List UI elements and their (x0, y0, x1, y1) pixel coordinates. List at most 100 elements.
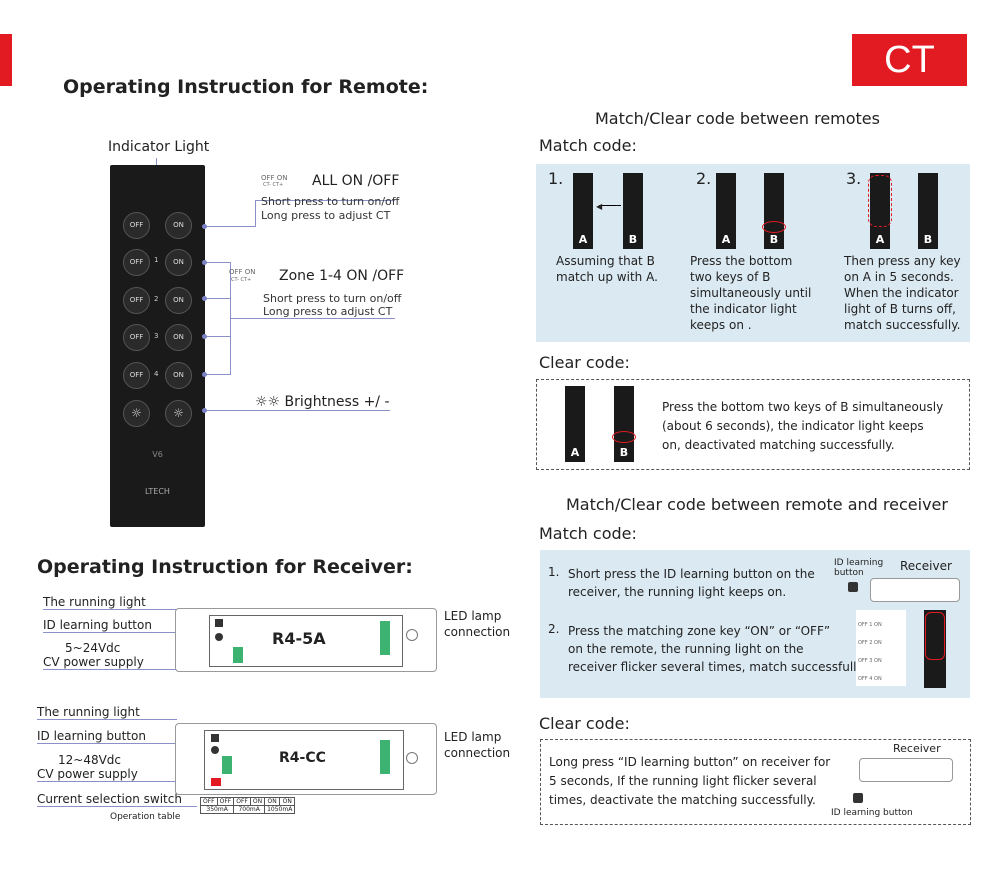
zone1-label: 1 (154, 256, 159, 264)
r1-id-button-label: ID learning button (43, 618, 203, 633)
receiver-clear-code-label: Clear code: (539, 714, 630, 733)
zone1-off-button[interactable]: OFF (123, 249, 150, 276)
recv-remote-image (924, 610, 946, 688)
receiver-match-panel: 1. Short press the ID learning button on… (540, 550, 970, 698)
zone-desc1: Short press to turn on/off (263, 292, 402, 305)
zone2-on-button[interactable]: ON (165, 287, 192, 314)
step1-number: 1. (548, 169, 564, 188)
r2-running-light-label: The running light (37, 705, 177, 720)
clear-code-label: Clear code: (539, 353, 630, 372)
recv-id-label: ID learning button (834, 558, 884, 578)
zone-title: Zone 1-4 ON /OFF (279, 268, 405, 284)
step3-remote-b: B (918, 173, 938, 249)
match-code-label: Match code: (539, 136, 637, 155)
table-cell: 1050mA (264, 805, 296, 814)
step3-highlight (868, 175, 892, 227)
operation-table: OFF OFF OFF ON ON ON 350mA 700mA 1050mA (199, 797, 296, 814)
zone3-label: 3 (154, 332, 159, 340)
step1-arrow (599, 205, 621, 206)
clear-id-label: ID learning button (831, 808, 913, 818)
r1-led-terminal (380, 621, 390, 655)
step3-text: Then press any key on A in 5 seconds. Wh… (844, 254, 961, 332)
red-accent-bar (0, 34, 12, 86)
clear-id-button-icon (853, 793, 863, 803)
brightness-up-button[interactable]: ☼ (165, 400, 192, 427)
indicator-light-label: Indicator Light (108, 139, 210, 155)
all-on-tiny-label: OFF ON (261, 174, 288, 182)
clear-receiver-label: Receiver (893, 742, 941, 755)
all-on-leader (205, 226, 255, 227)
receiver-match-code-label: Match code: (539, 524, 637, 543)
all-on-title: ALL ON /OFF (312, 173, 400, 189)
zone-leader (205, 262, 230, 263)
r2-led-terminal (380, 740, 390, 774)
zone-desc2: Long press to adjust CT (263, 305, 393, 318)
all-off-button[interactable]: OFF (123, 212, 150, 239)
r2-voltage: 12~48Vdc (58, 753, 122, 767)
r1-model: R4-5A (272, 629, 326, 648)
zone3-off-button[interactable]: OFF (123, 324, 150, 351)
r2-switch-label: Current selection switch (37, 792, 197, 807)
zone4-off-button[interactable]: OFF (123, 362, 150, 389)
table-cell: OFF (200, 797, 218, 806)
match-remotes-title: Match/Clear code between remotes (595, 109, 880, 128)
clear-remote-b: B (612, 386, 636, 462)
r1-led-label: LED lamp connection (444, 609, 511, 639)
zone4-label: 4 (154, 370, 159, 378)
step1-remote-a: A (573, 173, 593, 249)
zone4-on-button[interactable]: ON (165, 362, 192, 389)
zone1-on-button[interactable]: ON (165, 249, 192, 276)
r4-cc-receiver: R4-CC (175, 723, 437, 795)
r2-model: R4-CC (279, 750, 326, 766)
clear-code-text: Press the bottom two keys of B simultane… (662, 400, 944, 452)
operation-table-row1: OFF OFF OFF ON ON ON (200, 797, 296, 806)
r1-running-light-label: The running light (43, 595, 183, 610)
zone-tiny-label2: CT- CT+ (231, 277, 252, 283)
table-cell: OFF (216, 797, 235, 806)
step2-remote-b: B (762, 173, 786, 249)
remote-model: V6 (152, 450, 163, 459)
r2-power-terminal (222, 756, 232, 774)
brightness-down-button[interactable]: ☼ (123, 400, 150, 427)
receiver-section-title: Operating Instruction for Receiver: (37, 556, 413, 578)
step3-remote-a: A (868, 173, 892, 249)
id-learning-button-icon (848, 582, 858, 592)
receiver-device-image (870, 578, 960, 602)
remote-section-title: Operating Instruction for Remote: (63, 76, 429, 98)
zone2-off-button[interactable]: OFF (123, 287, 150, 314)
zone3-on-button[interactable]: ON (165, 324, 192, 351)
match-code-panel: 1. A ◀ B Assuming that B match up with A… (536, 164, 970, 342)
remote-control: OFF ON OFF 1 ON OFF 2 ON OFF 3 ON OFF 4 … (110, 165, 205, 527)
clear-code-panel: A B Press the bottom two keys of B simul… (536, 379, 970, 470)
recv-remote-labels: OFF 1 ON OFF 2 ON OFF 3 ON OFF 4 ON (856, 610, 906, 686)
receiver-clear-text: Long press “ID learning button” on recei… (549, 755, 831, 807)
brightness-label: ☼☼ Brightness +/ - (255, 394, 390, 410)
operation-table-label: Operation table (110, 812, 181, 822)
all-on-desc2: Long press to adjust CT (261, 209, 391, 222)
ct-badge: CT (852, 34, 967, 86)
match-receiver-title: Match/Clear code between remote and rece… (566, 495, 948, 514)
table-cell: 350mA (199, 805, 235, 814)
r1-power-label: CV power supply (43, 655, 203, 670)
all-on-button[interactable]: ON (165, 212, 192, 239)
operation-table-row2: 350mA 700mA 1050mA (199, 805, 296, 814)
step1-text: Assuming that B match up with A. (556, 254, 658, 284)
table-cell: ON (264, 797, 281, 806)
r1-running-light-icon (215, 619, 223, 627)
r2-current-switch-icon[interactable] (211, 778, 221, 786)
recv-step1-number: 1. (548, 565, 560, 579)
table-cell: ON (279, 797, 296, 806)
step2-text: Press the bottom two keys of B simultane… (690, 254, 812, 332)
step2-number: 2. (696, 169, 712, 188)
recv-step2-number: 2. (548, 622, 560, 636)
r1-voltage: 5~24Vdc (65, 641, 121, 655)
clear-remote-a: A (565, 386, 585, 462)
r2-id-button-icon[interactable] (211, 746, 219, 754)
r1-power-terminal (233, 647, 243, 663)
table-cell: OFF (233, 797, 251, 806)
r1-id-button-icon[interactable] (215, 633, 223, 641)
clear-receiver-device-image (859, 758, 953, 782)
recv-step2-text: Press the matching zone key “ON” or “OFF… (568, 624, 866, 674)
zone2-label: 2 (154, 295, 159, 303)
recv-receiver-label: Receiver (900, 559, 952, 573)
